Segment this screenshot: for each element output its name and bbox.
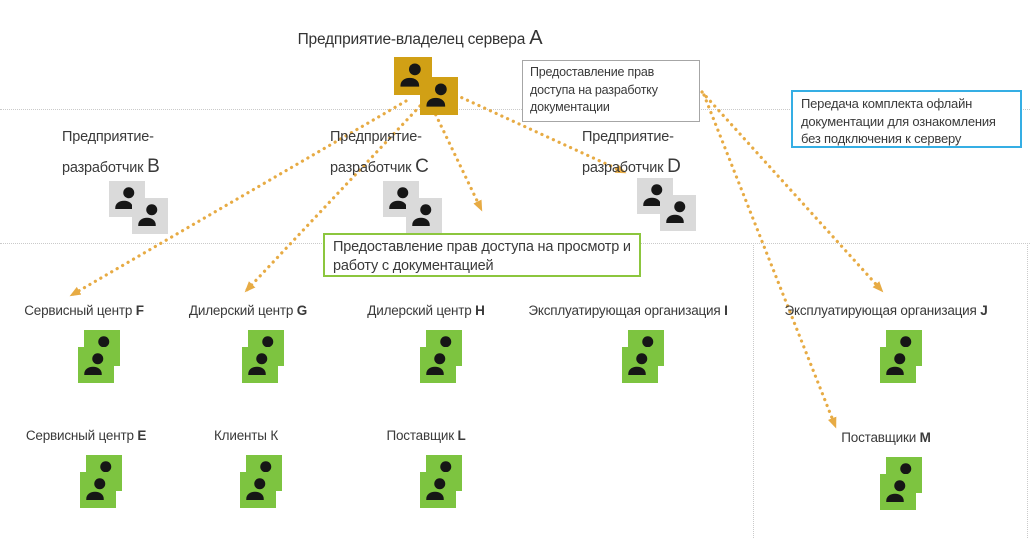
group-icon (857, 457, 922, 510)
callout-offline-docs: Передача комплекта офлайн документации д… (791, 90, 1022, 148)
person-icon (419, 472, 456, 508)
person-icon (420, 77, 458, 115)
node-label: Поставщик L (386, 428, 466, 443)
callout-develop-rights: Предоставление прав доступа на разработк… (522, 60, 700, 122)
node-label-developer-c: Предприятие- разработчик C (330, 122, 429, 183)
node-letter: B (147, 156, 160, 177)
node-clients-k: Клиенты К (126, 428, 366, 508)
node-letter: G (296, 303, 308, 318)
group-icon (397, 330, 462, 383)
node-label: Сервисный центр F (24, 303, 144, 318)
divider-line-right-edge (1027, 243, 1028, 538)
node-dealer-center-h: Дилерский центр H (306, 303, 546, 383)
node-letter: E (137, 428, 147, 443)
person-icon (879, 347, 916, 383)
group-icon (217, 455, 282, 508)
arrow-owner-to-view-rights (431, 107, 484, 213)
diagram-title: Предприятие-владелец сервера A (240, 27, 600, 50)
person-icon (77, 347, 114, 383)
node-label: Дилерский центр G (188, 303, 308, 318)
node-label: Дилерский центр H (367, 303, 485, 318)
node-letter: I (724, 303, 728, 318)
person-icon (132, 198, 168, 234)
title-text: Предприятие-владелец сервера (297, 31, 526, 48)
person-icon (239, 472, 276, 508)
node-service-center-e: Сервисный центр E (0, 428, 206, 508)
person-icon (406, 198, 442, 234)
node-service-center-f: Сервисный центр F (0, 303, 204, 383)
developer-d-group-icon (637, 178, 696, 231)
person-icon (394, 57, 432, 95)
node-letter: J (980, 303, 988, 318)
group-icon (599, 330, 664, 383)
person-icon (79, 472, 116, 508)
arrow-owner-to-f (68, 99, 408, 298)
node-label: Эксплуатирующая организация J (784, 303, 988, 318)
divider-line-vertical (753, 243, 754, 538)
group-icon (57, 455, 122, 508)
arrow-owner-to-j (700, 90, 885, 294)
group-icon (219, 330, 284, 383)
group-icon (397, 455, 462, 508)
group-icon (55, 330, 120, 383)
node-dealer-center-g: Дилерский центр G (128, 303, 368, 383)
node-label: Сервисный центр E (25, 428, 147, 443)
arrow-owner-to-d (454, 93, 628, 175)
node-letter: M (919, 430, 931, 445)
person-icon (879, 474, 916, 510)
label-line2: разработчик C (330, 156, 429, 177)
node-letter: L (457, 428, 466, 443)
node-suppliers-m: Поставщики M (766, 430, 1006, 510)
node-letter: H (475, 303, 485, 318)
title-letter: A (529, 27, 543, 49)
label-line2: разработчик B (62, 156, 160, 177)
divider-line-top (0, 109, 1030, 110)
label-line1: Предприятие- (330, 129, 422, 145)
node-letter: D (667, 156, 681, 177)
node-label-developer-d: Предприятие- разработчик D (582, 122, 681, 183)
node-label: Эксплуатирующая организация I (528, 303, 728, 318)
person-icon (419, 347, 456, 383)
person-icon (621, 347, 658, 383)
person-icon (241, 347, 278, 383)
arrow-owner-to-g (243, 104, 422, 294)
node-operating-org-j: Эксплуатирующая организация J (766, 303, 1006, 383)
person-icon (660, 195, 696, 231)
node-letter: C (415, 156, 429, 177)
node-supplier-l: Поставщик L (306, 428, 546, 508)
developer-b-group-icon (109, 181, 168, 234)
node-label: Поставщики M (841, 430, 931, 445)
label-line1: Предприятие- (582, 129, 674, 145)
owner-a-group-icon (394, 57, 458, 115)
callout-view-rights: Предоставление прав доступа на просмотр … (323, 233, 641, 277)
developer-c-group-icon (383, 181, 442, 234)
node-label-developer-b: Предприятие- разработчик B (62, 122, 160, 183)
node-label: Клиенты К (214, 428, 278, 443)
node-operating-org-i: Эксплуатирующая организация I (508, 303, 748, 383)
group-icon (857, 330, 922, 383)
label-line1: Предприятие- (62, 129, 154, 145)
node-letter: F (135, 303, 144, 318)
node-letter: К (270, 428, 278, 443)
